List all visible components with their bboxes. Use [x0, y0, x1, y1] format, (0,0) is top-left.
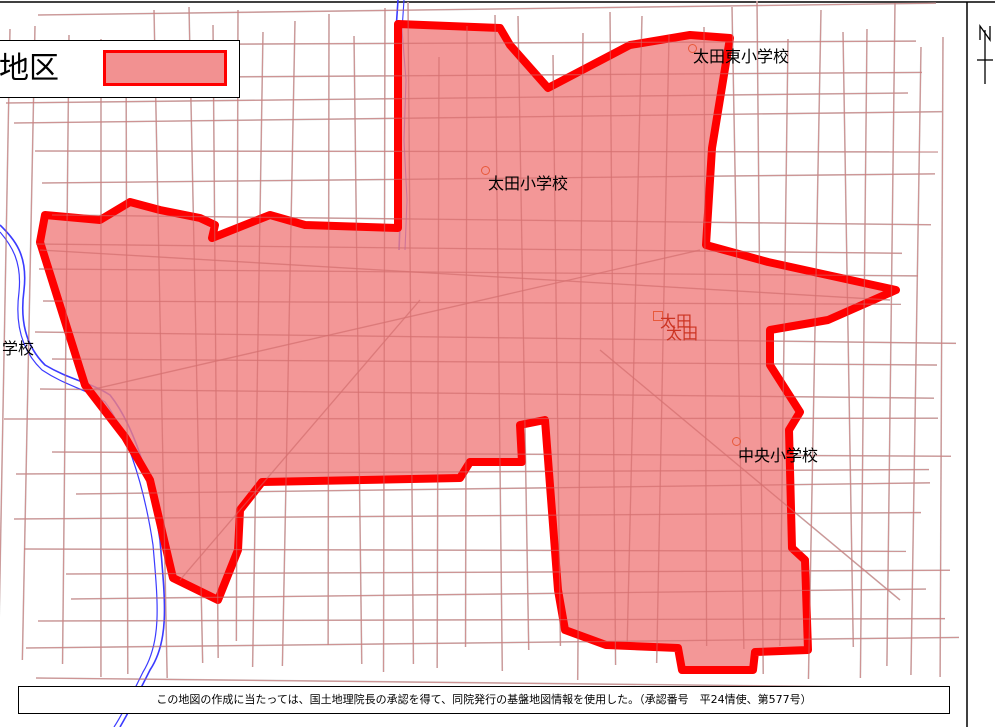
road-line	[125, 39, 129, 675]
road-line	[188, 6, 204, 664]
station-marker-ota	[653, 311, 663, 321]
road-line	[939, 36, 944, 678]
legend: 地区	[0, 40, 240, 98]
road-network-overlay	[0, 0, 960, 689]
road-line	[626, 15, 643, 643]
road-line	[21, 25, 36, 661]
road-line	[842, 31, 854, 648]
road-line	[51, 214, 932, 226]
road-line	[407, 1, 415, 665]
label-chuo-school: 中央小学校	[738, 446, 819, 465]
road-line	[464, 25, 468, 648]
district-area[interactable]	[36, 20, 900, 674]
road-line	[779, 38, 789, 647]
road-line	[517, 15, 530, 651]
label-ota-higashi-school: 太田東小学校	[693, 47, 790, 66]
road-line	[37, 2, 937, 16]
road-line	[859, 28, 868, 679]
road-line	[61, 34, 70, 665]
road-line	[494, 14, 503, 672]
road-line	[179, 299, 421, 581]
school-marker-chuo	[732, 437, 741, 446]
north-arrow-icon	[977, 23, 993, 84]
road-line	[756, 0, 764, 675]
road-line	[0, 28, 11, 607]
road-line	[34, 331, 957, 344]
school-marker-ota-higashi	[688, 44, 697, 53]
road-line	[886, 2, 896, 667]
road-line	[37, 618, 946, 622]
label-left-school: 学校	[2, 339, 35, 358]
label-ota-school: 太田小学校	[488, 174, 569, 193]
legend-label: 地区	[0, 51, 59, 86]
road-line	[34, 150, 939, 153]
road-line	[353, 35, 363, 665]
road-line	[38, 268, 919, 277]
road-line	[15, 468, 930, 475]
label-ota-station-2: 太田	[666, 324, 699, 343]
road-line	[609, 11, 617, 666]
road-line	[39, 388, 935, 399]
label-ota-station: 太田	[660, 312, 693, 331]
road-line	[70, 588, 927, 600]
legend-swatch	[103, 50, 227, 86]
road-line	[436, 56, 440, 669]
road-line	[13, 511, 922, 520]
road-line	[23, 548, 907, 552]
road-line	[252, 31, 264, 668]
map-credit: この地図の作成に当たっては、国土地理院長の承認を得て、同院発行の基盤地図情報を使…	[18, 686, 950, 714]
road-line	[75, 482, 931, 495]
road-line	[51, 451, 952, 457]
road-line	[212, 24, 219, 659]
road-line	[910, 46, 922, 676]
road-line	[281, 20, 296, 667]
road-line	[25, 636, 960, 649]
road-line	[807, 9, 822, 680]
road-line	[35, 243, 903, 254]
road-line	[65, 569, 951, 575]
road-line	[656, 34, 670, 664]
road-line	[41, 173, 936, 184]
road-line	[13, 111, 943, 124]
school-marker-ota	[481, 166, 490, 175]
road-line	[552, 54, 562, 647]
road-line	[3, 417, 939, 420]
road-line	[51, 358, 938, 366]
road-line	[89, 249, 701, 391]
road-line	[703, 26, 708, 647]
road-line	[39, 249, 891, 301]
road-line	[5, 92, 909, 104]
road-line	[235, 9, 239, 642]
road-line	[599, 349, 901, 601]
